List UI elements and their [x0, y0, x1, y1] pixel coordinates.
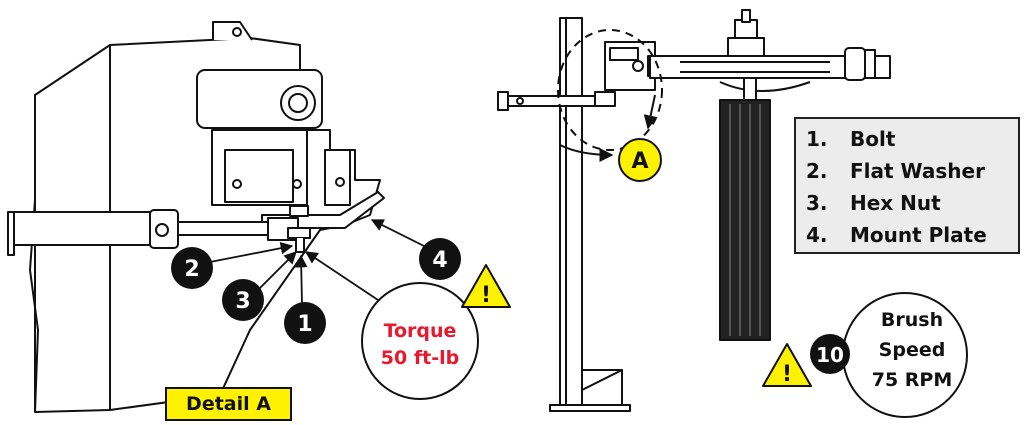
- torque-note: Torque 50 ft-lb: [361, 282, 479, 400]
- warning-triangle-icon: !: [461, 264, 511, 308]
- torque-note-line1: Torque: [384, 320, 457, 342]
- callout-2-text: 2: [184, 257, 199, 282]
- legend-label: Flat Washer: [850, 159, 985, 183]
- detail-a-label: Detail A: [165, 387, 292, 421]
- brush: [719, 99, 771, 341]
- stand-post: [559, 17, 583, 411]
- callout-4: 4: [419, 238, 461, 280]
- legend-number: 1.: [806, 127, 828, 151]
- detail-indicator: [557, 29, 663, 162]
- leader-lines-left: [209, 219, 433, 306]
- speed-note-line1: Brush: [881, 309, 943, 331]
- detail-marker-text: A: [631, 149, 648, 174]
- detail-marker-a: A: [618, 138, 662, 182]
- callout-10-text: 10: [816, 343, 844, 367]
- detail-a-drawing: [7, 21, 385, 413]
- warning-mark: !: [481, 283, 491, 308]
- torque-note-line2: 50 ft-lb: [381, 347, 459, 369]
- legend-item: 2. Flat Washer: [806, 155, 1018, 187]
- legend-item: 1. Bolt: [806, 123, 1018, 155]
- callout-1: 1: [284, 302, 326, 344]
- legend-label: Mount Plate: [850, 223, 987, 247]
- legend-label: Bolt: [850, 127, 896, 151]
- warning-triangle-icon: !: [762, 343, 812, 387]
- warning-mark-2: !: [782, 362, 792, 387]
- legend-number: 3.: [806, 191, 828, 215]
- overview-drawing: [497, 9, 891, 412]
- callout-10: 10: [810, 334, 850, 374]
- legend-number: 4.: [806, 223, 828, 247]
- speed-note: Brush Speed 75 RPM: [842, 292, 968, 418]
- speed-note-line2: Speed: [879, 339, 946, 361]
- legend-item: 4. Mount Plate: [806, 219, 1018, 251]
- legend-label: Hex Nut: [850, 191, 941, 215]
- legend-item: 3. Hex Nut: [806, 187, 1018, 219]
- callout-3: 3: [222, 279, 264, 321]
- callout-2: 2: [171, 247, 213, 289]
- speed-note-line3: 75 RPM: [872, 369, 953, 391]
- legend-number: 2.: [806, 159, 828, 183]
- callout-1-text: 1: [297, 312, 312, 337]
- callout-4-text: 4: [432, 248, 447, 273]
- parts-legend: 1. Bolt 2. Flat Washer 3. Hex Nut 4. Mount P…: [794, 117, 1020, 254]
- arm-tube: [13, 211, 151, 246]
- callout-3-text: 3: [235, 289, 250, 314]
